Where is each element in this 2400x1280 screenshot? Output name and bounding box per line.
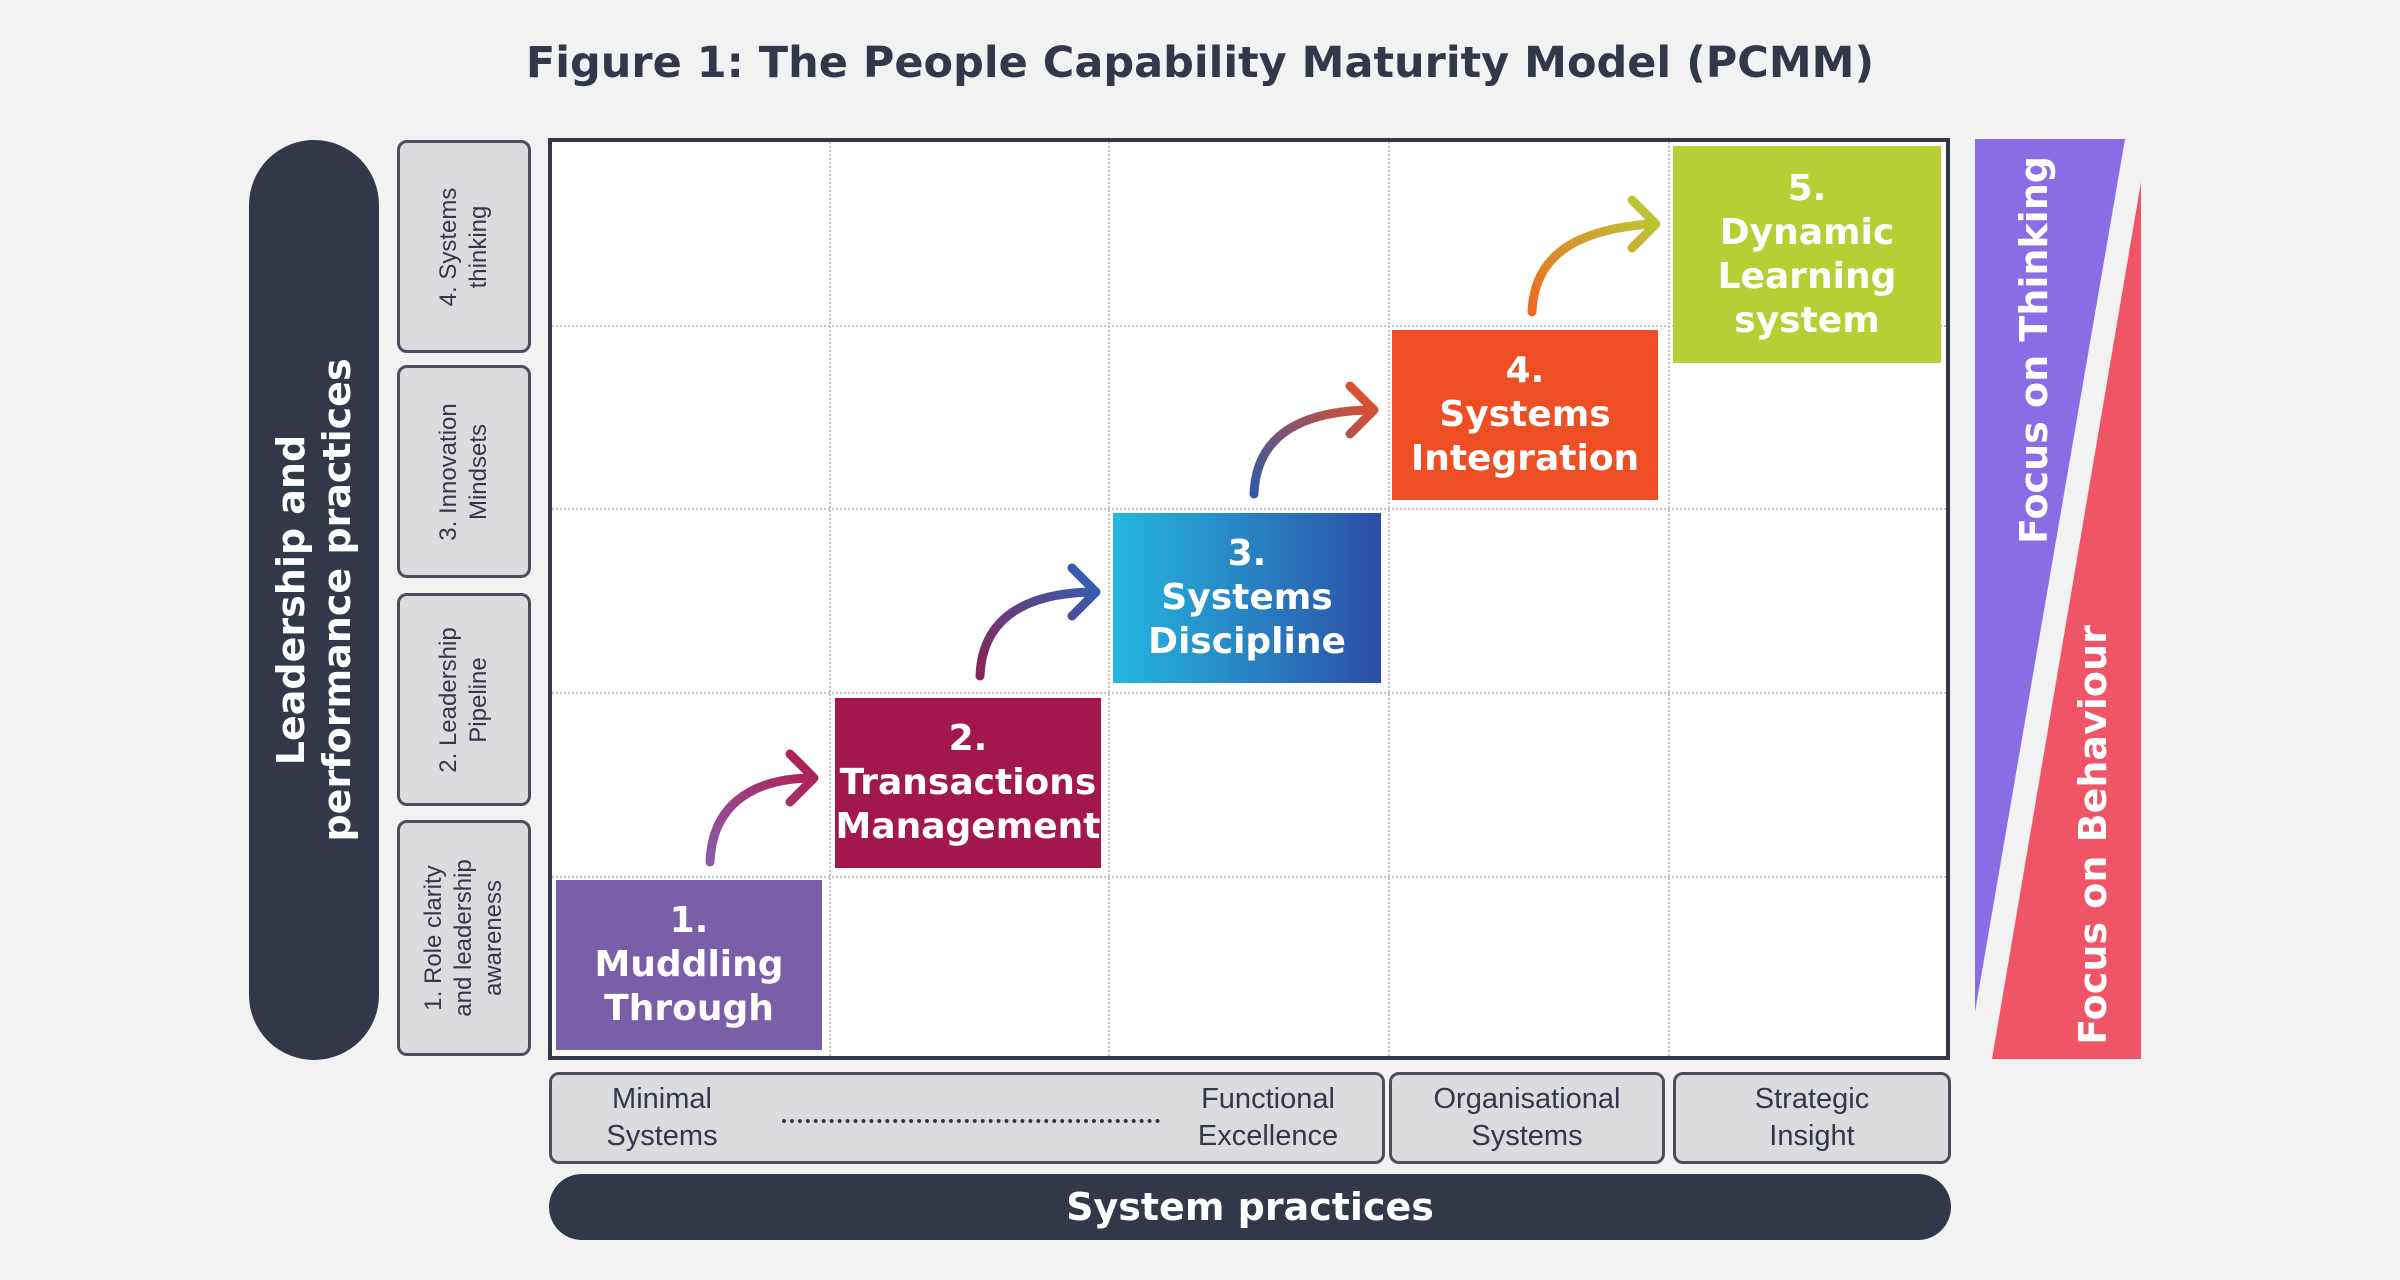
- row-label-systems-thinking: 4. Systems thinking: [397, 140, 531, 353]
- focus-triangles: [1975, 139, 2141, 1059]
- row-label-line: 4. Systems: [435, 187, 462, 306]
- row-label-line: Pipeline: [465, 656, 492, 743]
- focus-on-behaviour-triangle: [1992, 182, 2141, 1059]
- x-category-functional-excellence: Functional Excellence: [1168, 1075, 1368, 1161]
- focus-on-thinking-triangle: [1975, 139, 2125, 1012]
- grid-line: [1668, 142, 1670, 1056]
- stage-3-systems-discipline: 3. Systems Discipline: [1113, 513, 1381, 683]
- stage-number: 2.: [948, 718, 988, 759]
- stage-number: 1.: [669, 900, 709, 941]
- x-category-organisational-systems: Organisational Systems: [1389, 1072, 1665, 1164]
- grid-line: [1388, 142, 1390, 1056]
- x-category-line: Insight: [1769, 1120, 1855, 1152]
- row-label-line: 2. Leadership: [435, 626, 462, 773]
- row-label-line: 1. Role clarity: [420, 865, 447, 1011]
- stage-1-muddling-through: 1. Muddling Through: [556, 880, 822, 1050]
- x-category-minimal-systems: Minimal Systems: [562, 1075, 762, 1161]
- stage-label-line: Learning: [1717, 255, 1897, 297]
- grid-line: [829, 142, 831, 1056]
- x-category-line: Systems: [1471, 1120, 1583, 1152]
- row-label-line: thinking: [465, 205, 492, 288]
- stage-label-line: Systems: [1439, 394, 1611, 435]
- grid-line: [1108, 142, 1110, 1056]
- stage-5-dynamic-learning-system: 5. Dynamic Learning system: [1673, 146, 1941, 363]
- x-category-line: Organisational: [1433, 1083, 1621, 1115]
- stage-label-line: Dynamic: [1719, 211, 1895, 253]
- row-label-line: Mindsets: [465, 423, 492, 520]
- stage-label-line: Transactions: [839, 762, 1097, 803]
- grid-line: [552, 508, 1946, 510]
- x-category-line: Systems: [606, 1120, 718, 1152]
- y-axis-label: Leadership and performance practices: [268, 358, 360, 841]
- stage-2-transactions-management: 2. Transactions Management: [835, 698, 1101, 868]
- row-label-line: 3. Innovation: [435, 402, 462, 541]
- stage-4-systems-integration: 4. Systems Integration: [1392, 330, 1658, 500]
- x-category-line: Minimal: [612, 1083, 712, 1115]
- row-label-role-clarity: 1. Role clarity and leadership awareness: [397, 820, 531, 1056]
- stage-label-line: Discipline: [1148, 621, 1346, 662]
- row-label-line: awareness: [480, 879, 507, 997]
- grid-line: [552, 325, 1946, 327]
- x-category-strategic-insight: Strategic Insight: [1673, 1072, 1951, 1164]
- row-label-innovation-mindsets: 3. Innovation Mindsets: [397, 365, 531, 578]
- focus-on-behaviour-label: Focus on Behaviour: [2071, 625, 2115, 1045]
- focus-on-thinking-label: Focus on Thinking: [2012, 156, 2056, 544]
- row-label-leadership-pipeline: 2. Leadership Pipeline: [397, 593, 531, 806]
- row-label-line: and leadership: [450, 859, 477, 1017]
- stage-label-line: Integration: [1410, 438, 1640, 479]
- grid-line: [552, 692, 1946, 694]
- stage-number: 3.: [1227, 533, 1267, 574]
- stage-label-line: Through: [604, 988, 774, 1029]
- x-axis-label-pill: System practices: [549, 1174, 1951, 1240]
- x-category-line: Excellence: [1197, 1120, 1339, 1152]
- stage-number: 4.: [1505, 350, 1545, 391]
- stage-label-line: system: [1734, 299, 1880, 341]
- stage-number: 5.: [1787, 167, 1827, 209]
- stage-label-line: Systems: [1161, 577, 1333, 618]
- x-category-line: Functional: [1201, 1083, 1335, 1115]
- stage-label-line: Muddling: [594, 944, 784, 985]
- grid-line: [552, 876, 1946, 878]
- y-axis-label-line1: Leadership and: [269, 434, 313, 766]
- x-category-line: Strategic: [1754, 1083, 1870, 1115]
- x-axis-range-minimal-to-functional: Minimal Systems Functional Excellence: [549, 1072, 1385, 1164]
- y-axis-label-pill: Leadership and performance practices: [249, 140, 379, 1060]
- dotted-connector: [782, 1119, 1160, 1123]
- figure-title: Figure 1: The People Capability Maturity…: [525, 38, 1875, 88]
- x-axis-label: System practices: [1066, 1185, 1434, 1229]
- stage-label-line: Management: [835, 806, 1101, 847]
- y-axis-label-line2: performance practices: [315, 358, 359, 842]
